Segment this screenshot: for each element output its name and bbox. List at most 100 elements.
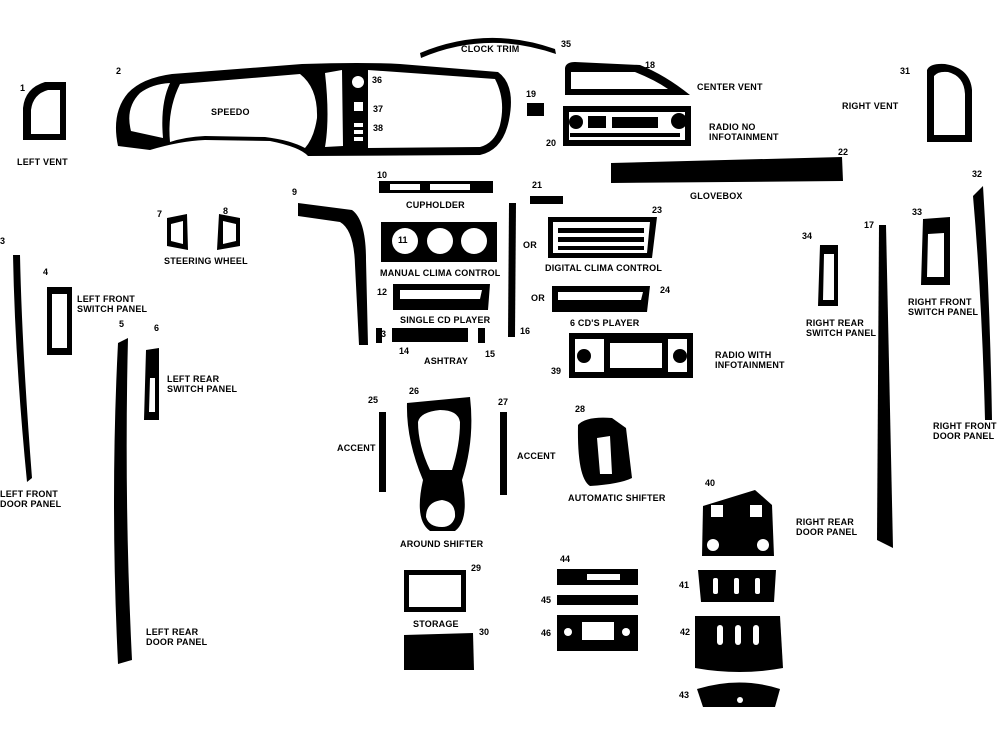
part-accent-right <box>500 412 507 495</box>
part-44 <box>557 569 638 585</box>
num-35: 35 <box>561 39 572 49</box>
part-cupholder <box>379 181 493 193</box>
part-accent-left <box>379 412 386 492</box>
label-right-front-switch-panel: RIGHT FRONT SWITCH PANEL <box>908 297 979 317</box>
num-45: 45 <box>541 595 552 605</box>
part-43 <box>697 682 780 707</box>
part-storage-lid <box>404 633 474 670</box>
part-clock-trim <box>420 37 556 58</box>
part-46 <box>557 615 638 651</box>
part-storage-frame <box>404 570 466 612</box>
num-9: 9 <box>292 187 298 197</box>
num-13: 13 <box>376 329 387 339</box>
part-16 <box>508 203 516 337</box>
num-2: 2 <box>116 66 122 76</box>
part-40-hole-b <box>750 505 762 517</box>
num-18: 18 <box>645 60 656 70</box>
part-40-hole-a <box>711 505 723 517</box>
part-center-stack-side <box>298 203 368 345</box>
num-36: 36 <box>372 75 383 85</box>
label-left-front-switch-panel: LEFT FRONT SWITCH PANEL <box>77 294 148 314</box>
label-left-vent: LEFT VENT <box>17 157 68 167</box>
part-radio-infotainment <box>569 333 693 378</box>
part-46-hole-left <box>564 628 572 636</box>
part-ashtray-13 <box>376 328 382 343</box>
label-right-rear-door-panel: RIGHT REAR DOOR PANEL <box>796 517 858 537</box>
part-20-buttons <box>588 116 606 128</box>
label-digital-clima-control: DIGITAL CLIMA CONTROL <box>545 263 663 273</box>
num-4: 4 <box>43 267 49 277</box>
part-six-cd <box>552 286 650 312</box>
num-20: 20 <box>546 138 557 148</box>
label-right-vent: RIGHT VENT <box>842 101 899 111</box>
part-around-shifter <box>406 397 472 531</box>
part-steering-right <box>217 214 240 250</box>
label-manual-clima-control: MANUAL CLIMA CONTROL <box>380 268 501 278</box>
num-10: 10 <box>377 170 388 180</box>
part-left-vent <box>23 82 66 140</box>
part-21 <box>530 196 563 204</box>
part-right-rear-door <box>877 225 893 548</box>
num-7: 7 <box>157 209 163 219</box>
num-14: 14 <box>399 346 410 356</box>
num-41: 41 <box>679 580 690 590</box>
part-40-hole-d <box>757 539 769 551</box>
part-42-slot-a <box>717 625 723 645</box>
part-38-hole-b <box>354 130 363 134</box>
part-right-vent <box>927 63 972 142</box>
part-right-front-switch <box>921 217 950 285</box>
label-single-cd-player: SINGLE CD PLAYER <box>400 315 491 325</box>
part-39-knob-left <box>577 349 591 363</box>
num-5: 5 <box>119 319 125 329</box>
part-right-rear-switch <box>818 245 838 306</box>
num-37: 37 <box>373 104 384 114</box>
part-instrument-cluster <box>115 63 511 156</box>
part-40-hole-c <box>707 539 719 551</box>
part-single-cd <box>393 284 490 310</box>
part-20-slot <box>612 117 658 128</box>
num-31: 31 <box>900 66 911 76</box>
num-39: 39 <box>551 366 562 376</box>
label-clock-trim: CLOCK TRIM <box>461 44 520 54</box>
label-ashtray: ASHTRAY <box>424 356 469 366</box>
label-around-shifter: AROUND SHIFTER <box>400 539 484 549</box>
label-or-1: OR <box>523 240 537 250</box>
part-41-slot-a <box>713 578 718 594</box>
num-28: 28 <box>575 404 586 414</box>
part-41-slot-b <box>734 578 739 594</box>
num-29: 29 <box>471 563 482 573</box>
label-automatic-shifter: AUTOMATIC SHIFTER <box>568 493 666 503</box>
num-32: 32 <box>972 169 983 179</box>
part-43-hole <box>737 697 743 703</box>
part-19 <box>527 103 544 116</box>
part-37-hole <box>354 102 363 111</box>
num-34: 34 <box>802 231 813 241</box>
part-left-rear-switch <box>144 348 159 420</box>
label-center-vent: CENTER VENT <box>697 82 763 92</box>
num-17: 17 <box>864 220 875 230</box>
part-36-dial <box>352 76 364 88</box>
label-steering-wheel: STEERING WHEEL <box>164 256 248 266</box>
label-right-rear-switch-panel: RIGHT REAR SWITCH PANEL <box>806 318 877 338</box>
label-cupholder: CUPHOLDER <box>406 200 465 210</box>
part-39-screen-inner <box>610 343 662 368</box>
label-accent-right: ACCENT <box>517 451 556 461</box>
num-11: 11 <box>398 235 408 245</box>
part-20-knob-right <box>671 113 687 129</box>
num-23: 23 <box>652 205 663 215</box>
part-left-front-switch <box>47 287 72 355</box>
num-16: 16 <box>520 326 531 336</box>
part-41-slot-c <box>755 578 760 594</box>
label-six-cds-player: 6 CD'S PLAYER <box>570 318 640 328</box>
part-radio-no-infotainment <box>563 106 691 146</box>
num-46: 46 <box>541 628 552 638</box>
num-40: 40 <box>705 478 716 488</box>
label-right-front-door-panel: RIGHT FRONT DOOR PANEL <box>933 421 997 441</box>
num-12: 12 <box>377 287 388 297</box>
num-6: 6 <box>154 323 160 333</box>
label-radio-no-infotainment: RADIO NO INFOTAINMENT <box>709 122 779 142</box>
part-left-rear-door <box>114 338 132 664</box>
part-38-hole-a <box>354 123 363 127</box>
part-39-knob-right <box>673 349 687 363</box>
